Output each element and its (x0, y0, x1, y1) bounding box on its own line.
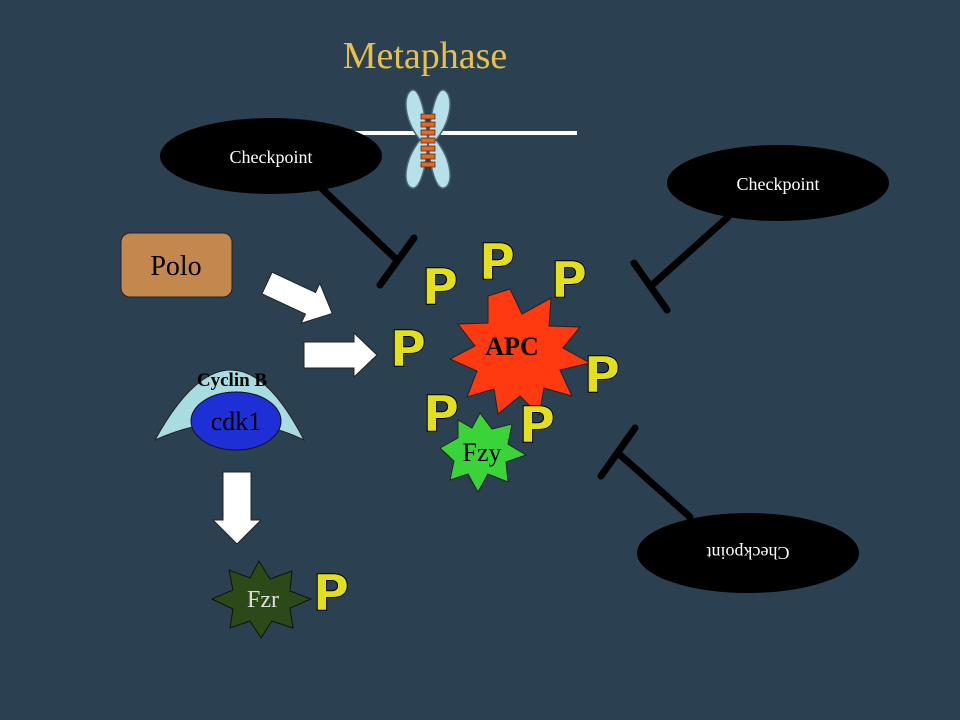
checkpoint-top-right: Checkpoint (667, 145, 889, 221)
inhibition-bar-bottom-right (597, 424, 694, 521)
phosphate-mark: P (313, 564, 350, 622)
checkpoint-top-left: Checkpoint (160, 118, 382, 194)
inhibition-bar-top-right (630, 213, 732, 314)
phosphate-mark: P (423, 385, 460, 443)
phosphate-mark: P (584, 346, 621, 404)
arrow-cdk1-to-fzr (211, 471, 263, 545)
title: Metaphase (343, 35, 508, 77)
arrow-polo-to-apc (261, 271, 333, 325)
phosphate-mark: P (551, 251, 588, 309)
phosphate-mark: P (479, 233, 516, 291)
chromosome-icon (405, 89, 451, 189)
cyclin-b-cdk1-complex: Cyclin B cdk1 (153, 369, 306, 451)
checkpoint-bottom-right: Checkpoint (637, 513, 859, 593)
phosphate-mark: P (390, 320, 427, 378)
cyclin-b-label: Cyclin B (197, 370, 268, 391)
arrow-cdk1-to-apc (303, 331, 378, 379)
fzr-protein: Fzr (210, 559, 313, 639)
fzr-label: Fzr (247, 587, 279, 613)
inhibition-bar-top-left (314, 181, 418, 289)
phosphate-marks: P P P P P P P P (312, 233, 621, 623)
checkpoint-label: Checkpoint (230, 147, 313, 167)
apc-label: APC (485, 332, 538, 361)
polo-kinase: Polo (120, 232, 233, 298)
fzy-label: Fzy (463, 438, 502, 467)
apc-complex: APC (448, 288, 592, 417)
checkpoint-label: Checkpoint (737, 174, 820, 194)
fzy-protein: Fzy (439, 412, 528, 494)
phosphate-mark: P (422, 258, 459, 316)
polo-label: Polo (150, 251, 201, 282)
checkpoint-label: Checkpoint (707, 543, 790, 563)
cdk1-label: cdk1 (211, 407, 262, 436)
phosphate-mark: P (519, 396, 556, 454)
